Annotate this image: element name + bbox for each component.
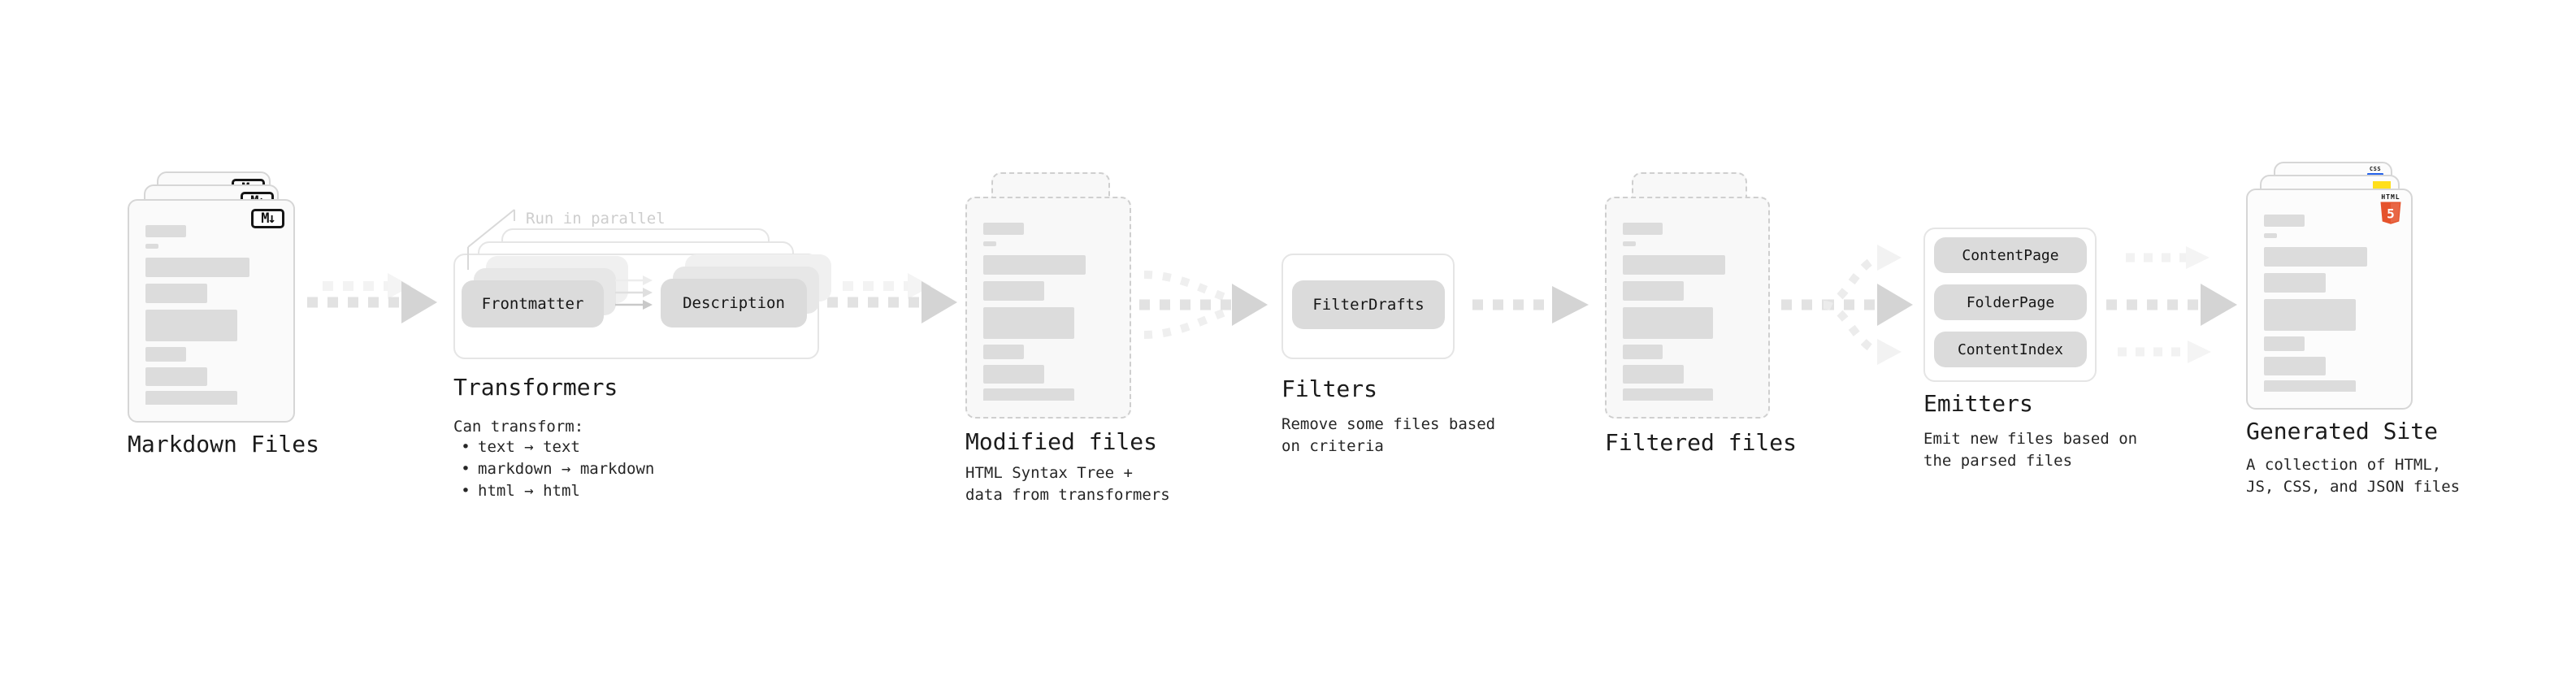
placeholder-bar [2264,273,2326,293]
placeholder-bar [983,345,1024,359]
placeholder-bar [983,223,1024,235]
placeholder-bar [1623,223,1663,235]
markdown-icon-label: M↓ [261,210,276,227]
transformers-description-title: Can transform: [453,418,584,436]
document-content-placeholder [2264,215,2395,392]
placeholder-bar [1623,388,1714,401]
contentindex-pill: ContentIndex [1934,332,2087,367]
placeholder-bar [2264,247,2368,267]
description-pill-label: Description [683,294,785,312]
placeholder-bar [2264,357,2326,375]
css-icon-label: CSS [2369,166,2382,172]
filters-label: Filters [1281,375,1378,402]
js-icon [2373,181,2391,189]
placeholder-bar [2264,215,2305,227]
emitters-description: Emit new files based on the parsed files [1923,430,2138,470]
placeholder-bar [983,281,1045,301]
placeholder-bar [1623,255,1725,275]
transform-bullet-text: text → text [478,438,580,456]
placeholder-bar [983,365,1045,384]
bullet-icon: • [461,460,471,478]
filtered-files-label: Filtered files [1605,429,1798,456]
run-in-parallel-label: Run in parallel [526,210,666,228]
transform-bullet: • text → text [453,436,654,458]
document-content-placeholder [145,225,277,405]
markdown-files-label: Markdown Files [128,431,320,458]
modified-files-description: HTML Syntax Tree + data from transformer… [965,464,1170,504]
html5-icon-number: 5 [2387,206,2395,222]
flow-arrow-modified-to-filters [1139,271,1268,339]
filters-description: Remove some files based on criteria [1281,415,1496,455]
emitters-label: Emitters [1923,390,2033,417]
placeholder-bar [145,310,238,341]
transform-bullet-text: html → html [478,482,580,500]
css-icon-underline [2367,173,2383,176]
transform-arrow [615,275,653,285]
placeholder-bar [1623,345,1663,359]
callout-line [467,209,515,270]
contentpage-pill: ContentPage [1934,237,2087,273]
placeholder-bar [983,388,1074,401]
transform-bullet: • html → html [453,480,654,502]
flow-arrow-filters-to-filtered [1472,286,1589,323]
folderpage-pill: FolderPage [1934,284,2087,320]
transform-bullet-text: markdown → markdown [478,460,655,478]
placeholder-bar [2264,233,2278,238]
document-content-placeholder [983,223,1113,401]
html5-icon: HTML 5 [2379,194,2403,229]
site-file-card-html: HTML 5 [2246,189,2413,410]
placeholder-bar [2264,336,2305,351]
transform-arrow [615,300,653,310]
filterdrafts-pill: FilterDrafts [1292,280,1445,329]
contentpage-pill-label: ContentPage [1962,246,2059,264]
folderpage-pill-label: FolderPage [1966,293,2055,311]
transform-bullet: • markdown → markdown [453,458,654,480]
filterdrafts-pill-label: FilterDrafts [1312,296,1425,314]
css-icon: CSS [2367,167,2383,176]
html5-shield: 5 [2380,202,2401,224]
flow-arrow-filtered-to-emitters [1781,245,1913,365]
placeholder-bar [983,307,1074,339]
placeholder-bar [983,255,1086,275]
contentindex-pill-label: ContentIndex [1957,340,2064,358]
transform-arrow [615,288,653,297]
placeholder-bar [145,391,238,405]
flow-arrow-emitters-to-site [2106,246,2237,363]
generated-site-label: Generated Site [2246,418,2439,445]
placeholder-bar [1623,281,1684,301]
document-content-placeholder [1623,223,1752,401]
placeholder-bar [145,258,249,277]
html5-icon-word: HTML [2381,193,2400,201]
modified-files-label: Modified files [965,428,1158,455]
bullet-icon: • [461,438,471,456]
generated-site-description: A collection of HTML, JS, CSS, and JSON … [2246,456,2461,496]
placeholder-bar [1623,365,1684,384]
placeholder-bar [145,367,208,386]
filtered-file-card-front [1605,197,1770,419]
placeholder-bar [145,347,187,362]
placeholder-bar [983,241,996,246]
markdown-file-card-front: M↓ [128,199,295,423]
placeholder-bar [2264,299,2356,331]
frontmatter-pill-label: Frontmatter [481,295,584,313]
transformers-label: Transformers [453,374,618,401]
flow-arrow-markdown-to-transformers [307,273,437,323]
modified-file-card-front [965,197,1131,419]
markdown-icon: M↓ [251,209,284,228]
flow-arrow-transformers-to-modified [827,273,957,323]
placeholder-bar [145,244,159,249]
frontmatter-pill: Frontmatter [462,280,604,327]
placeholder-bar [145,225,187,237]
placeholder-bar [1623,307,1714,339]
placeholder-bar [145,284,208,303]
description-pill: Description [661,279,807,327]
placeholder-bar [1623,241,1636,246]
placeholder-bar [2264,380,2356,392]
transformers-bullet-list: • text → text • markdown → markdown • ht… [453,436,654,502]
bullet-icon: • [461,482,471,500]
